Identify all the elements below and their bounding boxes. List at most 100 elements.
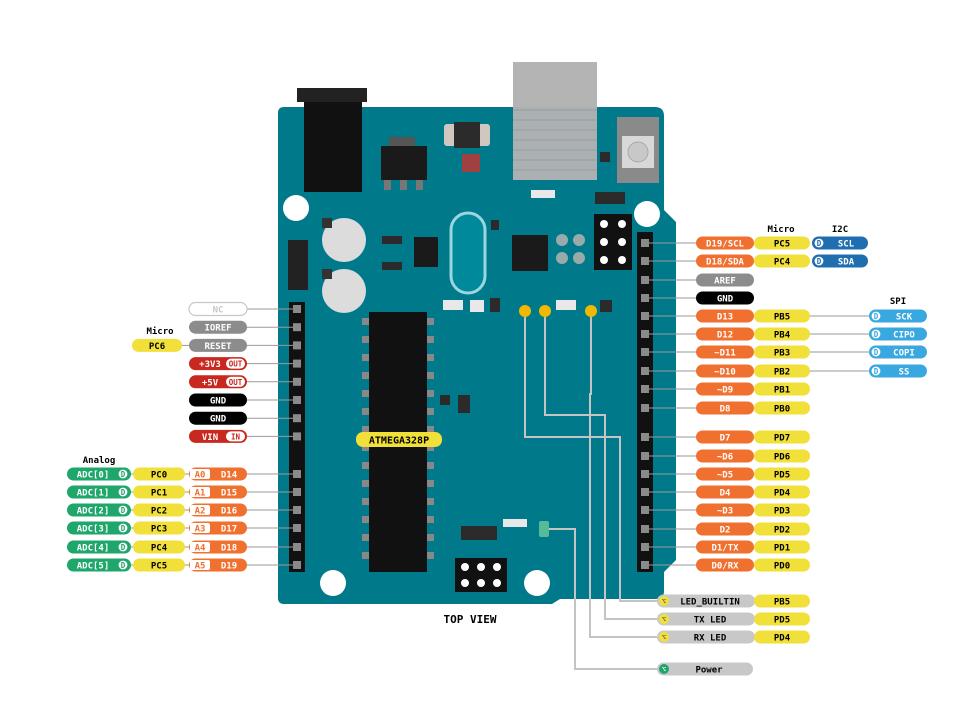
analog-pin-5-digital-label: D19 bbox=[221, 562, 237, 572]
analog-pin-3-adc-badge bbox=[117, 522, 129, 534]
analog-pin-5-adc-text: ADC[5] bbox=[77, 562, 110, 572]
right-pin-d11: ~D11 bbox=[696, 345, 754, 359]
led-connector-lines bbox=[524, 317, 660, 670]
svg-text:⌥: ⌥ bbox=[662, 634, 666, 642]
right-pin-d8-port: PB0 bbox=[754, 401, 810, 415]
right-pin-gnd: GND bbox=[696, 291, 754, 305]
led-tx bbox=[539, 305, 551, 317]
capacitor bbox=[322, 269, 366, 313]
analog-pin-4-adc: ADC[4] bbox=[67, 540, 131, 554]
analog-pin-4-analog: A4 bbox=[195, 544, 206, 554]
right-pin-d10-spi-text: SS bbox=[899, 368, 910, 378]
right-pin-d10-spi-badge-letter: D bbox=[874, 367, 879, 376]
led-label-power-icon bbox=[659, 664, 669, 674]
heading-micro-right: Micro bbox=[767, 224, 794, 235]
right-pin-d3-port: PD3 bbox=[754, 503, 810, 517]
analog-pin-4-adc-badge bbox=[117, 541, 129, 553]
right-pin-d6-text: ~D6 bbox=[717, 453, 733, 463]
left-pin-nc-0: NC bbox=[188, 301, 248, 317]
right-pin-d8-port-text: PB0 bbox=[774, 405, 790, 415]
right-pin-d3: ~D3 bbox=[696, 503, 754, 517]
analog-pin-5-port: PC5 bbox=[133, 558, 185, 572]
right-pin-d19-scl-text: D19/SCL bbox=[706, 240, 745, 250]
mounting-hole bbox=[524, 570, 550, 596]
analog-pin-1-port-text: PC1 bbox=[151, 489, 167, 499]
right-pin-d11-spi: COPI bbox=[869, 345, 927, 359]
led-label-rx-led-text: RX LED bbox=[694, 634, 727, 644]
right-pin-d12-spi-badge-letter: D bbox=[874, 330, 879, 339]
led-label-tx-led-icon bbox=[659, 614, 669, 624]
led-label-rx-led-port-text: PD4 bbox=[774, 634, 791, 644]
right-pin-d12-spi-text: CIPO bbox=[893, 331, 915, 341]
analog-pin-3-port: PC3 bbox=[133, 521, 185, 535]
left-pin-5v-4-tag bbox=[226, 376, 245, 387]
svg-text:⌥: ⌥ bbox=[662, 666, 666, 674]
right-pin-d18-sda-port: PC4 bbox=[754, 254, 810, 268]
right-pin-d18-sda-i2c: SDA bbox=[812, 254, 868, 268]
right-pin-d9-port: PB1 bbox=[754, 382, 810, 396]
right-pin-d0-rx-port: PD0 bbox=[754, 558, 810, 572]
crystal bbox=[449, 211, 487, 295]
led-label-rx-led-port: PD4 bbox=[754, 630, 810, 644]
right-pin-d7: D7 bbox=[696, 430, 754, 444]
right-pin-d19-scl: D19/SCL bbox=[696, 236, 754, 250]
analog-pin-5-adc-badge-letter: D bbox=[121, 561, 126, 570]
right-pin-d11-spi-text: COPI bbox=[893, 349, 915, 359]
mounting-hole bbox=[634, 201, 660, 227]
right-pin-d5-port: PD5 bbox=[754, 467, 810, 481]
right-pin-d7-port-text: PD7 bbox=[774, 434, 790, 444]
svg-text:⌥: ⌥ bbox=[662, 616, 666, 624]
right-pin-d13-spi-badge bbox=[870, 310, 882, 322]
analog-pin-3-adc-text: ADC[3] bbox=[77, 525, 110, 535]
analog-pin-2-port: PC2 bbox=[133, 503, 185, 517]
analog-pin-2-analog-box bbox=[190, 505, 210, 515]
left-pin-gnd-5-text: GND bbox=[210, 397, 227, 407]
analog-pin-4-analog-box bbox=[190, 542, 210, 552]
voltage-regulator bbox=[389, 137, 415, 146]
right-pin-d10-spi-badge bbox=[870, 365, 882, 377]
right-pin-d0-rx-text: D0/RX bbox=[711, 562, 739, 572]
right-pin-aref-text: AREF bbox=[714, 277, 736, 287]
left-pin-ioref-1: IOREF bbox=[189, 320, 247, 334]
led-label-tx-led: TX LED bbox=[657, 612, 755, 626]
led-label-power: Power bbox=[657, 662, 753, 676]
led-label-led-builtin-port-text: PB5 bbox=[774, 598, 790, 608]
led-power bbox=[539, 521, 549, 537]
right-pin-d12-port: PB4 bbox=[754, 327, 810, 341]
right-pin-d11-spi-badge-letter: D bbox=[874, 348, 879, 357]
led-label-power-text: Power bbox=[695, 666, 723, 676]
right-pin-d5-port-text: PD5 bbox=[774, 471, 790, 481]
analog-pin-2-adc: ADC[2] bbox=[67, 503, 131, 517]
analog-pin-0-port: PC0 bbox=[133, 467, 185, 481]
right-pin-d13-spi: SCK bbox=[869, 309, 927, 323]
right-pin-d4-port-text: PD4 bbox=[774, 489, 791, 499]
right-pin-d11-port: PB3 bbox=[754, 345, 810, 359]
led-label-tx-led-text: TX LED bbox=[694, 616, 727, 626]
right-pin-d19-scl-port-text: PC5 bbox=[774, 240, 790, 250]
analog-pin-0-analog: A0 bbox=[195, 471, 206, 481]
right-pin-d18-sda-text: D18/SDA bbox=[706, 258, 745, 268]
right-pin-d6-port: PD6 bbox=[754, 449, 810, 463]
right-pin-d12-text: D12 bbox=[717, 331, 733, 341]
dc-power-jack bbox=[297, 88, 367, 102]
analog-pin-3-analog-box bbox=[190, 523, 210, 533]
right-pin-d18-sda-i2c-badge bbox=[813, 255, 825, 267]
right-pin-d5-text: ~D5 bbox=[717, 471, 733, 481]
analog-pin-5-analog-box bbox=[190, 560, 210, 570]
analog-pin-3-digital-label: D17 bbox=[221, 525, 237, 535]
led-label-led-builtin: LED_BUILTIN bbox=[657, 594, 755, 608]
right-pin-d13-spi-text: SCK bbox=[896, 313, 913, 323]
analog-pin-4-adc-text: ADC[4] bbox=[77, 544, 110, 554]
right-pin-d9-text: ~D9 bbox=[717, 386, 733, 396]
analog-pin-2-adc-badge-letter: D bbox=[121, 506, 126, 515]
right-pin-d2: D2 bbox=[696, 522, 754, 536]
left-pin-5v-4-text: +5V bbox=[202, 378, 219, 388]
analog-pin-4-adc-badge-letter: D bbox=[121, 543, 126, 552]
svg-text:⌥: ⌥ bbox=[662, 598, 666, 606]
right-pin-d18-sda-i2c-badge-letter: D bbox=[817, 257, 822, 266]
heading-analog: Analog bbox=[83, 456, 116, 466]
right-pin-d8-text: D8 bbox=[720, 405, 731, 415]
left-pin-reset-2-port-text: PC6 bbox=[149, 342, 165, 352]
